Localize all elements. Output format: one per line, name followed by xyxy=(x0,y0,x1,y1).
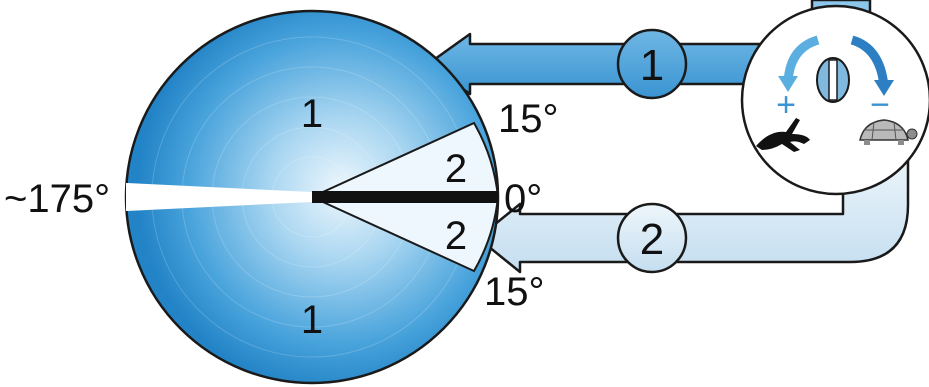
turtle-icon xyxy=(859,119,918,145)
zone-2-top-label: 2 xyxy=(445,147,467,191)
arrow-1-badge xyxy=(616,28,688,100)
arrow-2: 2 xyxy=(476,148,910,274)
zero-pointer xyxy=(312,191,498,203)
knob-slot-icon xyxy=(816,57,850,103)
angle-15-bottom: 15° xyxy=(484,270,545,314)
hare-icon xyxy=(756,118,810,152)
arrow-1: 1 xyxy=(426,0,872,100)
disc xyxy=(124,9,500,385)
plus-sign: + xyxy=(776,86,796,124)
zone-1-top-label: 1 xyxy=(301,92,323,136)
angle-0: 0° xyxy=(504,177,542,221)
angle-15-top: 15° xyxy=(498,97,559,141)
arrow-1-number: 1 xyxy=(640,41,664,90)
rotation-arrow-icon xyxy=(778,35,894,96)
zone-2-bottom-label: 2 xyxy=(445,214,467,258)
arrow-2-badge xyxy=(616,202,688,274)
left-gap xyxy=(126,183,312,211)
zone-1-bottom-label: 1 xyxy=(301,298,323,342)
arrow-2-number: 2 xyxy=(640,215,664,264)
control-knob: + − xyxy=(740,4,929,196)
minus-sign: − xyxy=(870,86,890,124)
angle-175: ~175° xyxy=(4,177,110,221)
